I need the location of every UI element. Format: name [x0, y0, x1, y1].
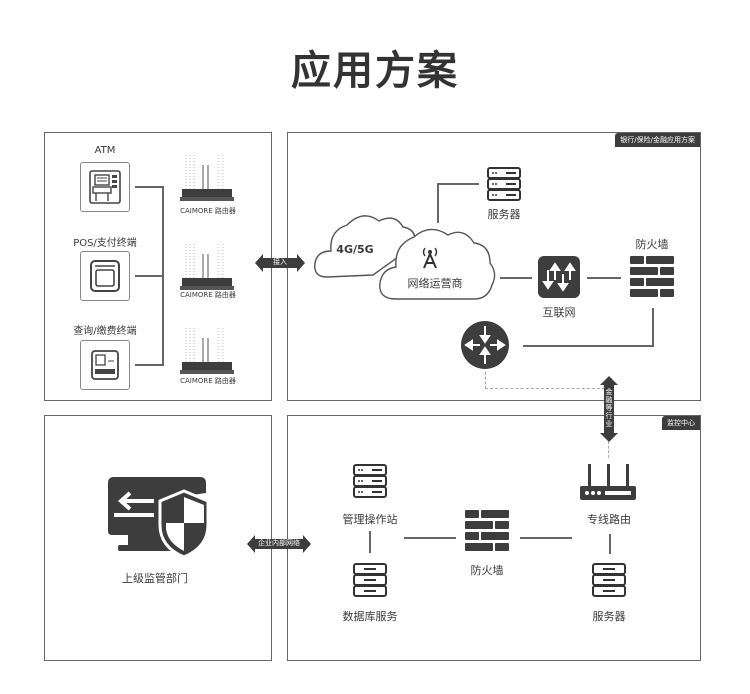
cloud-operator-icon [379, 228, 496, 300]
cloud-operator-label: 网络运营商 [407, 277, 463, 290]
server-icon [592, 563, 626, 597]
workstation-label: 管理操作站 [342, 513, 398, 526]
firewall-label: 防火墙 [635, 238, 669, 251]
device-label-kiosk: 查询/缴费终端 [73, 326, 137, 337]
access-label: 接入 [273, 258, 287, 266]
firewall-router-link-monitor [520, 537, 572, 539]
antenna-icon [422, 247, 438, 269]
server-icon [487, 167, 521, 201]
cloud-4g5g-icon [314, 215, 416, 278]
cloud-4g5g-label: 4G/5G [336, 243, 374, 256]
operator-internet-link [500, 277, 532, 279]
device-label-pos: POS/支付终端 [73, 238, 137, 249]
device-label-atm: ATM [94, 145, 116, 156]
kiosk-device [80, 340, 130, 390]
industry-label: 金融等行业 [605, 388, 613, 428]
device-connector [135, 364, 163, 366]
firewall-router-link [523, 345, 654, 347]
router-label: CAIMORE 路由器 [180, 207, 236, 215]
dedicated-router-icon [580, 464, 636, 500]
intranet-label: 企业内部网络 [258, 539, 300, 547]
core-router-icon [461, 321, 509, 369]
workstation-firewall-link [404, 537, 456, 539]
device-bus [162, 186, 164, 366]
dedicated-router-label: 专线路由 [587, 513, 631, 526]
workstation-db-link [369, 531, 371, 553]
pos-device [80, 251, 130, 301]
page-title: 应用方案 [291, 48, 459, 94]
firewall-router-link [652, 308, 654, 346]
industry-arrow-icon [600, 376, 618, 442]
router-label: CAIMORE 路由器 [180, 377, 236, 385]
router-icon [180, 244, 234, 290]
device-connector [135, 186, 163, 188]
dashed-link [485, 372, 486, 389]
workstation-server-icon [353, 464, 387, 498]
regulator-label: 上级监管部门 [122, 572, 188, 585]
dashed-link [485, 388, 605, 389]
monitor-shield-icon [108, 477, 210, 559]
server-connector [437, 183, 479, 185]
server-label: 服务器 [487, 208, 521, 221]
database-label: 数据库服务 [342, 610, 398, 623]
access-arrow-icon [255, 254, 305, 272]
server-connector [437, 183, 439, 223]
dashed-link [608, 432, 609, 458]
atm-icon [89, 170, 121, 204]
internet-firewall-link [587, 277, 621, 279]
pos-terminal-icon [90, 260, 120, 292]
router-icon [180, 155, 234, 201]
firewall-icon [465, 510, 509, 551]
monitor-panel-tag: 监控中心 [662, 416, 700, 430]
firewall-label-monitor: 防火墙 [470, 564, 504, 577]
firewall-icon [630, 256, 674, 297]
router-label: CAIMORE 路由器 [180, 291, 236, 299]
router-icon [180, 328, 234, 374]
server-label-monitor: 服务器 [592, 610, 626, 623]
bank-panel-tag: 银行/保险/金融应用方案 [615, 133, 700, 147]
kiosk-icon [91, 350, 119, 380]
internet-icon [538, 256, 580, 298]
atm-device [80, 162, 130, 212]
internet-label: 互联网 [542, 306, 576, 319]
database-icon [353, 563, 387, 597]
router-server-link [609, 534, 611, 554]
intranet-arrow-icon [247, 535, 311, 553]
device-connector [135, 275, 163, 277]
